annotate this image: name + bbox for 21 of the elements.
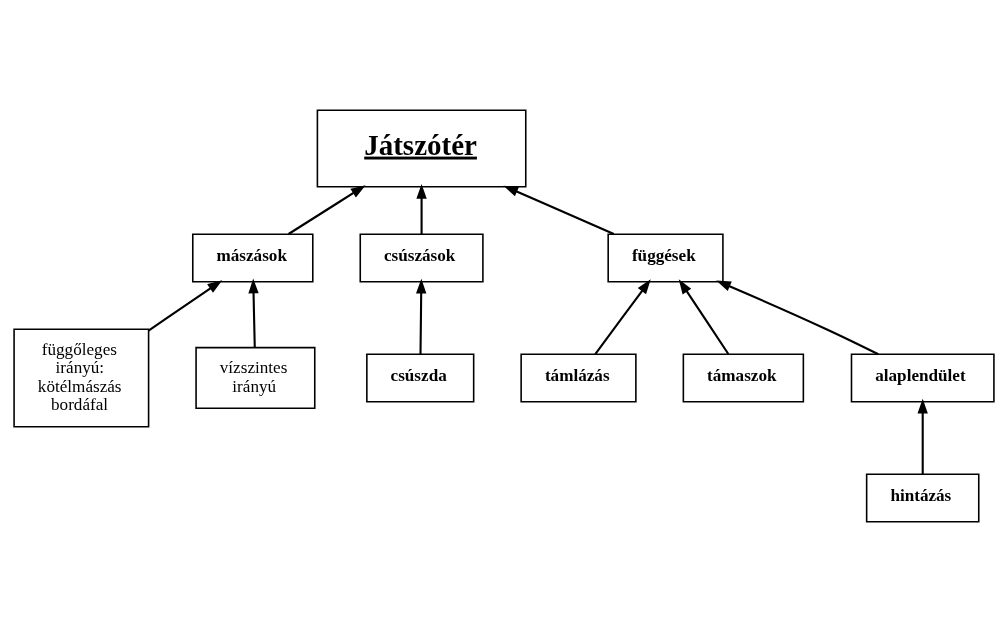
arrow [716, 280, 879, 356]
arrow [288, 185, 366, 235]
arrow [248, 278, 259, 348]
node-box: támaszok [682, 353, 805, 403]
node-box: csúszda [366, 353, 475, 403]
node-box: vízszintes irányú [195, 346, 316, 410]
arrow [503, 185, 615, 235]
node-box: hintázás [865, 473, 980, 523]
node-box: csúszások [359, 233, 484, 283]
arrow [416, 278, 427, 355]
arrow [148, 280, 223, 332]
arrow [678, 279, 730, 355]
node-box: támlázás [520, 353, 637, 403]
node-box: függések [607, 233, 724, 283]
arrow [416, 183, 427, 234]
node-box: mászások [192, 233, 314, 283]
node-box: alaplendület [850, 353, 995, 403]
node-box: függőleges irányú: kötélmászás bordáfal [13, 328, 150, 428]
node-box: Játszótér [316, 109, 527, 188]
arrow [917, 398, 928, 475]
arrow [594, 279, 651, 355]
